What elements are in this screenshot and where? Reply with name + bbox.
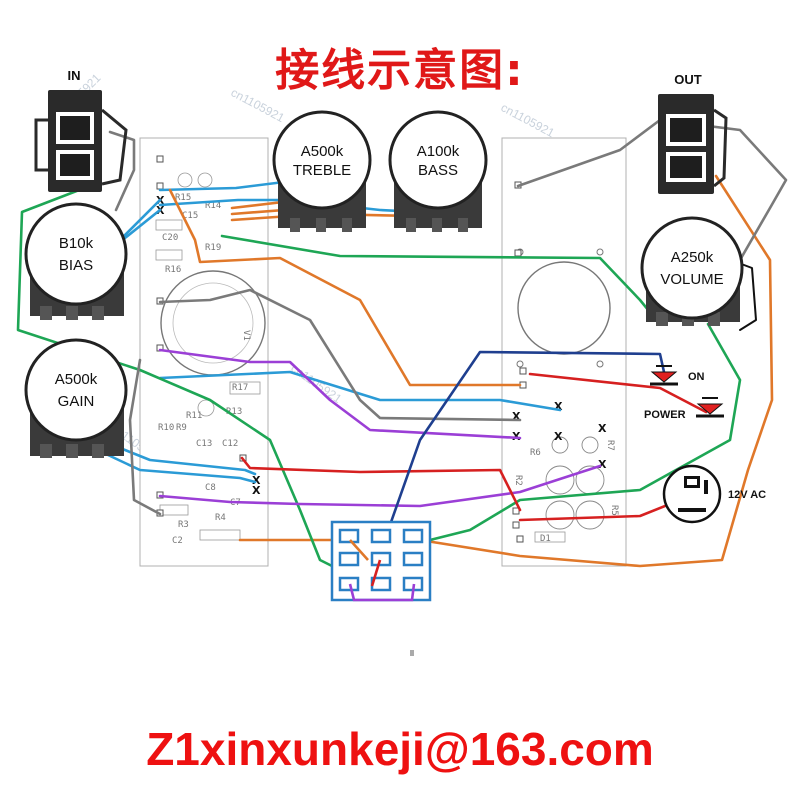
svg-text:X: X	[252, 474, 261, 487]
svg-text:X: X	[554, 400, 563, 413]
switch-module	[330, 520, 432, 602]
pcb-part-label: C2	[172, 536, 183, 546]
watermark-text: cn1105921	[229, 85, 288, 125]
pot-bias: B10k BIAS	[24, 202, 128, 320]
pcb-part-label: R7	[605, 440, 615, 451]
svg-text:X: X	[252, 484, 261, 497]
pot-treble-value: A500k	[301, 143, 344, 160]
wire-green	[428, 322, 742, 542]
power-jack: 12V AC	[662, 464, 766, 524]
input-jack: IN	[34, 68, 128, 192]
wire-green	[16, 180, 342, 572]
pot-volume: A250k VOLUME	[640, 216, 744, 326]
pot-treble: A500k TREBLE	[272, 110, 372, 232]
wire-gray	[108, 130, 136, 212]
pcb-part-label: R5	[609, 505, 619, 516]
page-title: 接线示意图:	[275, 45, 525, 96]
terminal-mark	[410, 650, 414, 656]
output-jack-label: OUT	[674, 72, 702, 87]
pcb-part-label: R17	[232, 383, 248, 393]
wire-purple	[158, 348, 522, 440]
pot-bass: A100k BASS	[388, 110, 488, 232]
wire-navy	[382, 350, 666, 544]
pcb-part-label: R9	[176, 423, 187, 433]
pot-bass-value: A100k	[417, 143, 460, 160]
svg-text:X: X	[512, 430, 521, 443]
pcb-part-label: R2	[513, 475, 523, 486]
pcb-part-label: R14	[205, 201, 221, 211]
pcb-part-label: R11	[186, 411, 202, 421]
switch-power-label: POWER	[644, 409, 686, 421]
wire-gray	[516, 118, 788, 262]
pcb-part-label: R19	[205, 243, 221, 253]
pcb-part-label: C8	[205, 483, 216, 493]
pcb-part-label: R6	[530, 448, 541, 458]
power-jack-label: 12V AC	[728, 489, 766, 501]
wire-black	[735, 261, 757, 331]
wire-blue	[158, 370, 562, 412]
wire-red	[528, 372, 708, 414]
pcb-part-label: C13	[196, 439, 212, 449]
pcb-part-label: R4	[215, 513, 226, 523]
switch-on: ON	[650, 365, 705, 386]
pcb-part-label: R3	[178, 520, 189, 530]
wire-purple	[158, 464, 602, 508]
pot-bass-name: BASS	[418, 162, 458, 179]
pot-volume-value: A250k	[671, 249, 714, 266]
pcb-part-label: R13	[226, 407, 242, 417]
pot-bias-value: B10k	[59, 235, 94, 252]
wire-blue	[98, 438, 257, 476]
wire-red	[240, 456, 522, 512]
pcb-part-label: C15	[182, 211, 198, 221]
svg-text:X: X	[554, 430, 563, 443]
watermark-text: cn1105921	[499, 100, 558, 140]
pcb-part-label: R15	[175, 193, 191, 203]
input-jack-label: IN	[68, 68, 81, 83]
svg-text:X: X	[598, 422, 607, 435]
pcb-part-label: R10	[158, 423, 174, 433]
svg-text:X: X	[512, 410, 521, 423]
pcb-part-label: C12	[222, 439, 238, 449]
wire-orange	[238, 174, 774, 568]
pot-bias-name: BIAS	[59, 257, 93, 274]
pcb-part-label: C20	[162, 233, 178, 243]
pot-gain-name: GAIN	[58, 393, 95, 410]
output-jack: OUT	[658, 72, 728, 194]
wire-gray	[158, 288, 522, 422]
svg-text:X: X	[598, 458, 607, 471]
wire-gray	[128, 358, 162, 516]
pcb-part-label: R16	[165, 265, 181, 275]
contact-email: Z1xinxunkeji@163.com	[146, 723, 654, 775]
wire-orange	[168, 188, 522, 387]
pcb-part-label: D1	[540, 534, 551, 544]
switch-on-label: ON	[688, 371, 705, 383]
pot-volume-name: VOLUME	[660, 271, 723, 288]
tube-label: V1	[241, 330, 251, 341]
switch-power: POWER	[644, 397, 724, 421]
pot-treble-name: TREBLE	[293, 162, 351, 179]
pot-gain-value: A500k	[55, 371, 98, 388]
pot-gain: A500k GAIN	[24, 338, 128, 458]
